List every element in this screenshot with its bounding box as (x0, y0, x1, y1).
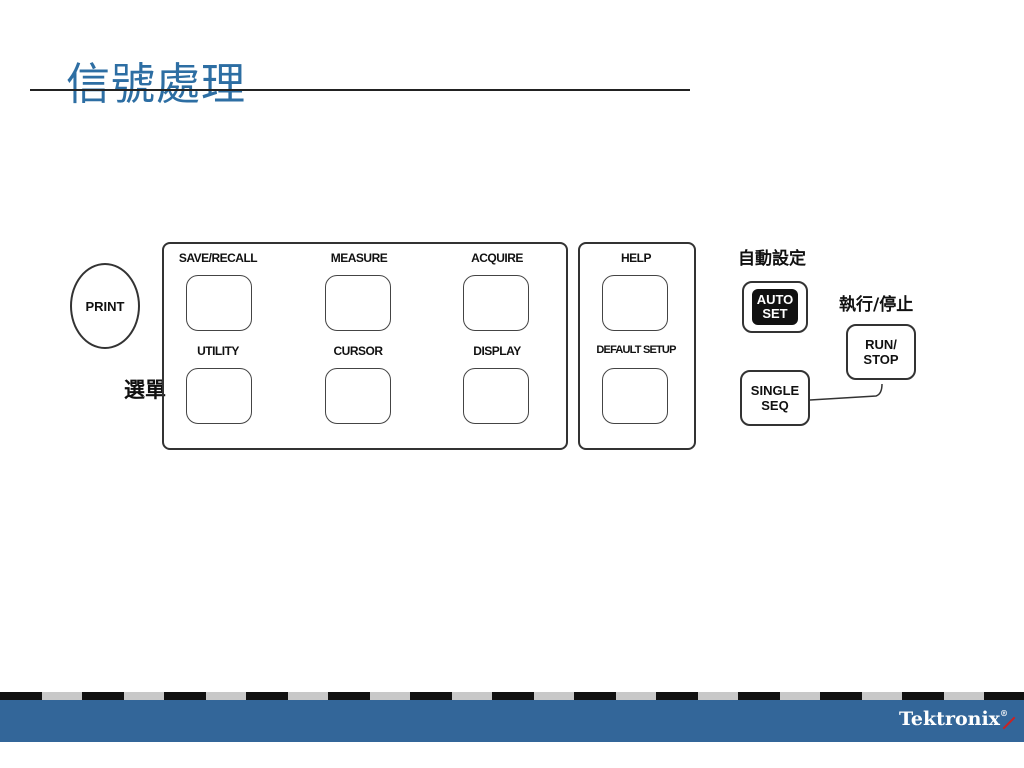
save-recall-button[interactable] (186, 275, 252, 331)
run-stop-label-line1: RUN/ (865, 337, 897, 352)
display-button[interactable] (463, 368, 529, 424)
autoset-button[interactable]: AUTO SET (742, 281, 808, 333)
menu-panel (162, 242, 568, 450)
acquire-button[interactable] (463, 275, 529, 331)
autoset-label-line1: AUTO (756, 292, 794, 307)
slide-title: 信號處理 (66, 59, 246, 110)
brand-mark: ® (1000, 708, 1008, 718)
logo-slash (1002, 716, 1016, 730)
utility-label: UTILITY (197, 344, 239, 358)
measure-label: MEASURE (330, 251, 388, 265)
help-label: HELP (620, 251, 652, 265)
save-recall-label: SAVE/RECALL (178, 251, 258, 265)
run-stop-button[interactable]: RUN/ STOP (846, 324, 916, 380)
single-seq-button[interactable]: SINGLE SEQ (740, 370, 810, 426)
help-button[interactable] (602, 275, 668, 331)
run-stop-caption: 執行/停止 (839, 295, 914, 315)
autoset-caption: 自動設定 (738, 249, 806, 269)
help-panel (578, 242, 696, 450)
utility-button[interactable] (186, 368, 252, 424)
brand-name: Tektronix (898, 708, 1000, 730)
cursor-button[interactable] (325, 368, 391, 424)
single-seq-label-line1: SINGLE (750, 383, 800, 398)
display-label: DISPLAY (473, 344, 521, 358)
print-button-label: PRINT (85, 298, 125, 314)
measure-button[interactable] (325, 275, 391, 331)
tektronix-logo: Tektronix® (898, 708, 1016, 730)
print-button[interactable]: PRINT (70, 263, 140, 349)
autoset-label-line2: SET (762, 306, 788, 321)
default-setup-label: DEFAULT SETUP (596, 344, 676, 356)
footer-bar: Tektronix® (0, 700, 1024, 742)
menu-label: 選單 (124, 378, 166, 402)
run-stop-label-line2: STOP (863, 352, 899, 367)
default-setup-button[interactable] (602, 368, 668, 424)
single-seq-label-line2: SEQ (761, 398, 789, 413)
footer-stripe (0, 692, 1024, 700)
cursor-label: CURSOR (333, 344, 383, 358)
autoset-face: AUTO SET (752, 289, 798, 325)
title-underline (30, 89, 690, 91)
acquire-label: ACQUIRE (471, 251, 523, 265)
